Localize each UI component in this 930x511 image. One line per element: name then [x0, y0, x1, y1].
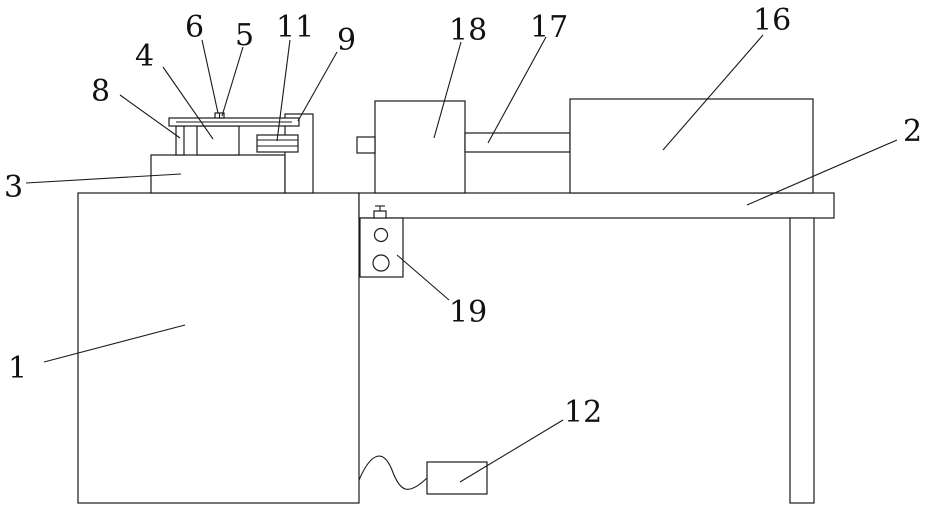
table-leg	[790, 218, 814, 503]
part-19-switch-base	[374, 211, 386, 218]
part-18-slider-housing	[375, 101, 465, 193]
label-2: 2	[903, 114, 922, 149]
leader-5	[222, 47, 243, 116]
leader-9	[298, 52, 337, 121]
leader-4	[163, 67, 213, 139]
leader-12	[460, 420, 563, 482]
part-19-button-lower	[373, 255, 389, 271]
label-9: 9	[337, 23, 356, 58]
leader-19	[397, 255, 449, 300]
part-2-table-top	[359, 193, 834, 218]
label-5: 5	[235, 18, 254, 53]
label-3: 3	[4, 170, 23, 205]
part-1-cabinet	[78, 193, 359, 503]
leader-6	[202, 40, 218, 113]
part-17-piston-rod	[465, 133, 570, 152]
label-12: 12	[564, 395, 602, 430]
label-8: 8	[91, 74, 110, 109]
leader-17	[488, 37, 546, 143]
label-11: 11	[276, 10, 314, 45]
label-17: 17	[530, 10, 568, 45]
part-19-button-upper	[375, 229, 388, 242]
label-4: 4	[135, 39, 154, 74]
label-6: 6	[185, 10, 204, 45]
label-1: 1	[8, 351, 27, 386]
label-16: 16	[753, 3, 791, 38]
part-3-mounting-block	[151, 155, 285, 193]
part-18-nozzle	[357, 137, 375, 153]
label-19: 19	[449, 295, 487, 330]
part-12-cable	[359, 456, 427, 489]
label-18: 18	[449, 13, 487, 48]
leader-8	[120, 95, 180, 138]
part-8-clamp-plate	[176, 126, 184, 155]
part-4-central-block	[197, 126, 239, 155]
part-12-foot-pedal	[427, 462, 487, 494]
part-16-cylinder	[570, 99, 813, 193]
